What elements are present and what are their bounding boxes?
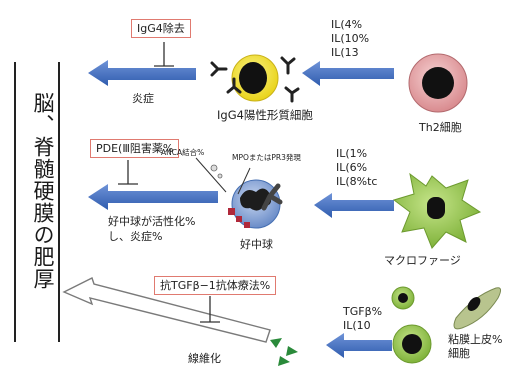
top-arrow-right — [302, 61, 394, 86]
bottom-cytokine-1: TGFβ% — [343, 305, 383, 318]
top-cytokine-1: IL(4% — [331, 18, 363, 31]
macrophage-label: マクロファージ — [384, 254, 461, 267]
epithelial-cell-large — [392, 324, 432, 364]
middle-cytokine-3: IL(8%tc — [336, 175, 378, 188]
treatment-box-igg4-removal: IgG4除去 — [131, 19, 191, 38]
small-vesicle-icon — [210, 164, 223, 179]
middle-arrow-right — [314, 193, 394, 218]
macrophage — [392, 172, 482, 249]
top-cytokine-3: IL(13 — [331, 46, 359, 59]
epithelial-cell-small — [391, 286, 415, 310]
treatment-box-pde-inhibitor: PDE(Ⅲ阻害薬% — [90, 139, 180, 158]
epithelial-cell-label-1: 粘膜上皮% — [448, 333, 503, 346]
middle-cytokine-1: IL(1% — [336, 147, 368, 160]
middle-arrow-left — [88, 184, 218, 210]
bottom-hollow-arrow — [62, 277, 271, 343]
anca-pointer-line — [195, 157, 251, 195]
top-arrow-left — [88, 60, 196, 86]
anca-binding-label: ANCA結合% — [161, 148, 205, 157]
neutrophil — [228, 179, 281, 229]
top-effect-label: 炎症 — [132, 92, 154, 105]
left-title: 脳、脊髄硬膜の肥厚 — [31, 92, 55, 290]
middle-cytokine-2: IL(6% — [336, 161, 368, 174]
tgf-beta-triangles — [270, 338, 298, 366]
bottom-cytokine-2: IL(10 — [343, 319, 371, 332]
treatment-box-anti-tgf-beta: 抗TGFβ−1抗体療法% — [154, 276, 277, 295]
inhibit-bar-top — [154, 42, 174, 67]
epithelial-cell-label-2: 細胞 — [448, 347, 470, 360]
neutrophil-label: 好中球 — [240, 238, 273, 251]
middle-effect-line-1: 好中球が活性化% — [108, 215, 196, 228]
fibroblast-cell — [453, 287, 502, 330]
mpo-pr3-label: MPOまたはPR3発現 — [232, 153, 301, 162]
igg4-plasma-cell-label: IgG4陽性形質細胞 — [217, 108, 313, 122]
bottom-arrow-right — [326, 333, 392, 358]
antibody-icon — [210, 56, 300, 103]
anca-antibody-icon — [261, 183, 283, 211]
th2-cell — [408, 53, 468, 113]
top-cytokine-2: IL(10% — [331, 32, 370, 45]
inhibit-bar-bottom — [200, 296, 220, 323]
th2-cell-label: Th2細胞 — [419, 121, 462, 134]
igg4-plasma-cell — [231, 54, 279, 102]
inhibit-bar-middle — [118, 160, 138, 185]
left-title-frame — [14, 62, 60, 342]
fibrosis-label: 線維化 — [188, 352, 221, 365]
middle-effect-line-2: し、炎症% — [108, 230, 163, 243]
